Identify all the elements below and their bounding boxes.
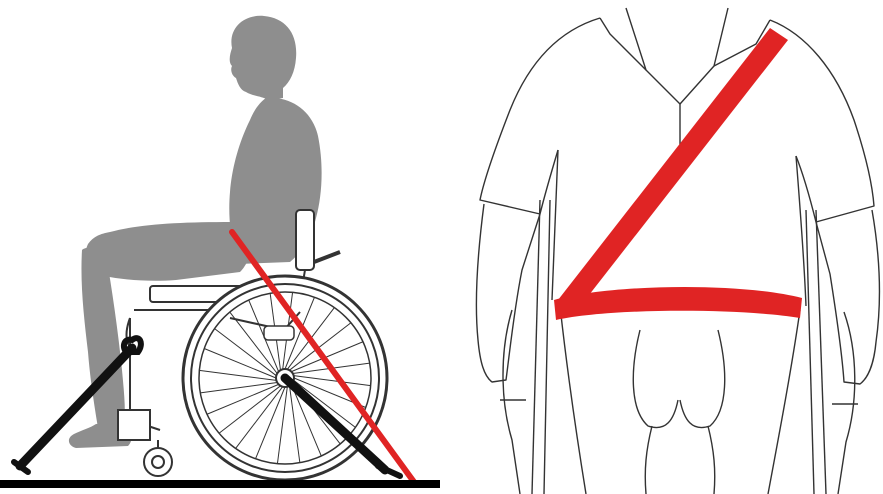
front-view-svg [470, 0, 883, 494]
side-view-illustration [0, 0, 440, 494]
side-view-svg [0, 0, 440, 494]
occupant-line-art [476, 8, 879, 494]
vehicle-floor [0, 480, 440, 488]
shoulder-belt [558, 28, 788, 304]
front-view-illustration [470, 0, 883, 494]
